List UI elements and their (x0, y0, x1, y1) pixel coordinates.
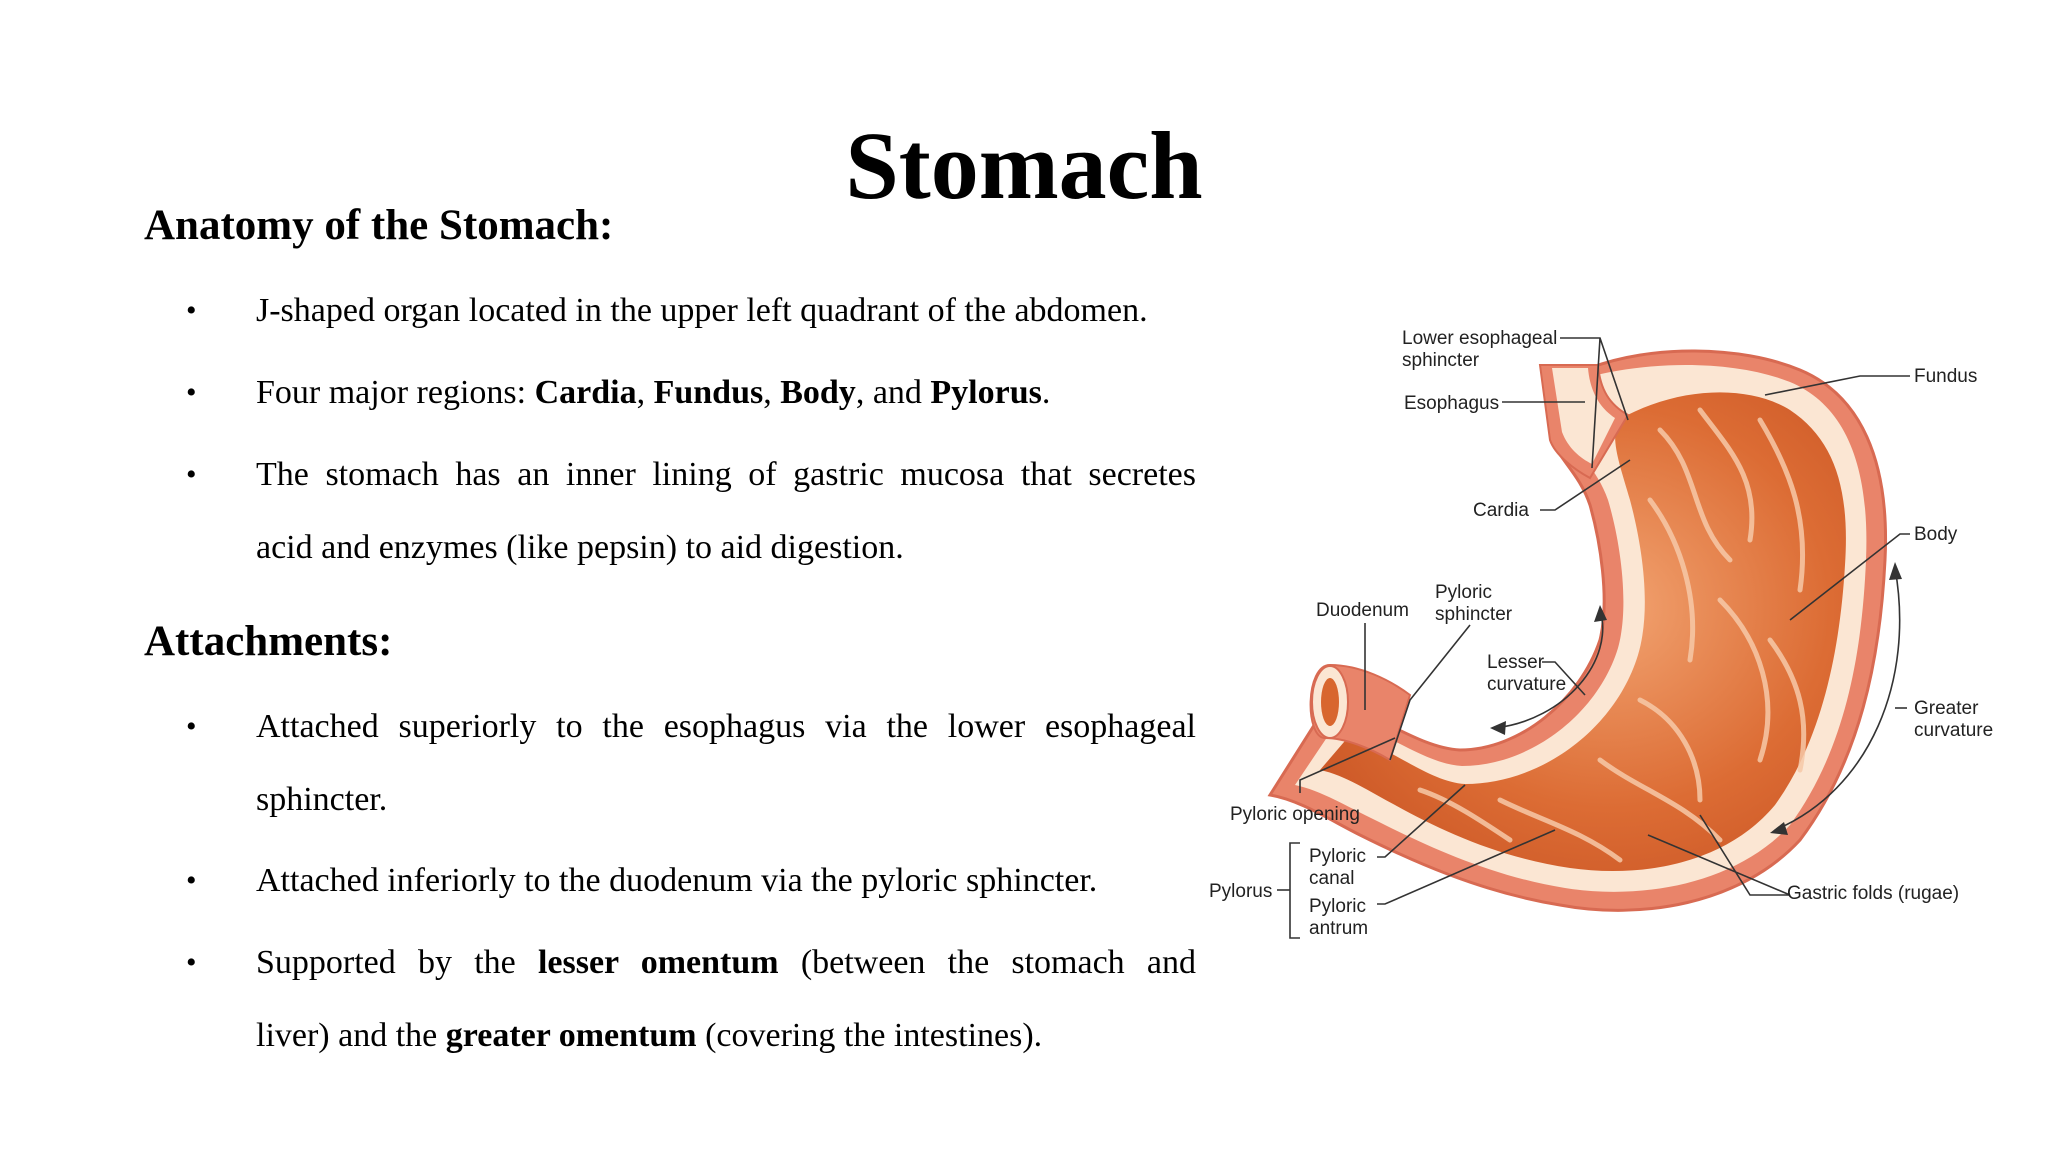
stomach-mucosa (1320, 392, 1846, 872)
region-pylorus: Pylorus (930, 374, 1042, 411)
regions-end: . (1041, 374, 1051, 411)
label-pyloric-canal: Pyloric (1309, 846, 1366, 867)
regions-sep: , (636, 374, 654, 411)
omentum-text: (covering the intestines). (696, 1017, 1043, 1054)
label-pyloric-antrum: antrum (1309, 918, 1368, 939)
label-body: Body (1914, 524, 1958, 545)
esophagus-lumen (1552, 368, 1615, 464)
lesser-omentum: lesser omentum (537, 944, 779, 981)
region-fundus: Fundus (653, 374, 764, 411)
greater-omentum: greater omentum (445, 1017, 697, 1054)
gastric-folds-pattern (1417, 407, 1807, 863)
label-pylorus: Pylorus (1209, 881, 1272, 902)
label-duodenum: Duodenum (1316, 600, 1409, 621)
region-body: Body (780, 374, 856, 411)
anatomy-bullet-2: Four major regions: Cardia, Fundus, Body… (256, 376, 1050, 410)
bullet-marker: • (186, 710, 197, 743)
bullet-marker: • (186, 946, 197, 979)
label-fundus: Fundus (1914, 366, 1977, 387)
anatomy-bullet-1: J-shaped organ located in the upper left… (256, 292, 1148, 329)
label-pyloric-sphincter: sphincter (1435, 604, 1513, 625)
label-cardia: Cardia (1473, 500, 1529, 521)
label-lesser-curvature: Lesser (1487, 652, 1545, 673)
leader-lines (1277, 337, 1910, 939)
slide-title: Stomach (845, 112, 1203, 219)
attachments-heading: Attachments: (144, 618, 393, 665)
regions-sep: , and (855, 374, 931, 411)
omentum-text: Supported by the (256, 944, 538, 981)
label-gastric-folds: Gastric folds (rugae) (1787, 883, 1959, 904)
omentum-text: liver) and the (256, 1017, 446, 1054)
bullet-marker: • (186, 458, 197, 491)
duodenum-lumen (1321, 678, 1339, 726)
bullet-marker: • (186, 864, 197, 897)
label-greater-curvature: Greater (1914, 698, 1979, 719)
anatomy-bullet-3-line-2: acid and enzymes (like pepsin) to aid di… (256, 529, 904, 566)
label-esophagus: Esophagus (1404, 393, 1499, 414)
label-lesser-curvature: curvature (1487, 674, 1566, 695)
attachments-bullet-3-line-1: Supported by the lesser omentum (between… (256, 946, 1196, 980)
stomach-diagram: Lower esophageal sphincter Esophagus Car… (1209, 328, 1993, 939)
label-lower-esophageal-sphincter: sphincter (1402, 350, 1480, 371)
label-lower-esophageal-sphincter: Lower esophageal (1402, 328, 1557, 349)
regions-sep: , (763, 374, 781, 411)
label-pyloric-antrum: Pyloric (1309, 896, 1366, 917)
regions-prefix: Four major regions: (256, 374, 535, 411)
label-greater-curvature: curvature (1914, 720, 1993, 741)
bullet-marker: • (186, 294, 197, 327)
bullet-marker: • (186, 376, 197, 409)
omentum-text: (between the stomach and (778, 944, 1196, 981)
label-pyloric-sphincter: Pyloric (1435, 582, 1492, 603)
anatomy-heading: Anatomy of the Stomach: (144, 202, 614, 249)
label-pyloric-opening: Pyloric opening (1230, 804, 1360, 825)
attachments-bullet-1-line-2: sphincter. (256, 781, 388, 818)
anatomy-bullet-3-line-1: The stomach has an inner lining of gastr… (256, 456, 1196, 493)
attachments-bullet-1-line-1: Attached superiorly to the esophagus via… (256, 708, 1196, 745)
attachments-bullet-2: Attached inferiorly to the duodenum via … (256, 862, 1098, 899)
region-cardia: Cardia (534, 374, 637, 411)
attachments-bullet-3-line-2: liver) and the greater omentum (covering… (256, 1019, 1042, 1053)
label-pyloric-canal: canal (1309, 868, 1354, 889)
